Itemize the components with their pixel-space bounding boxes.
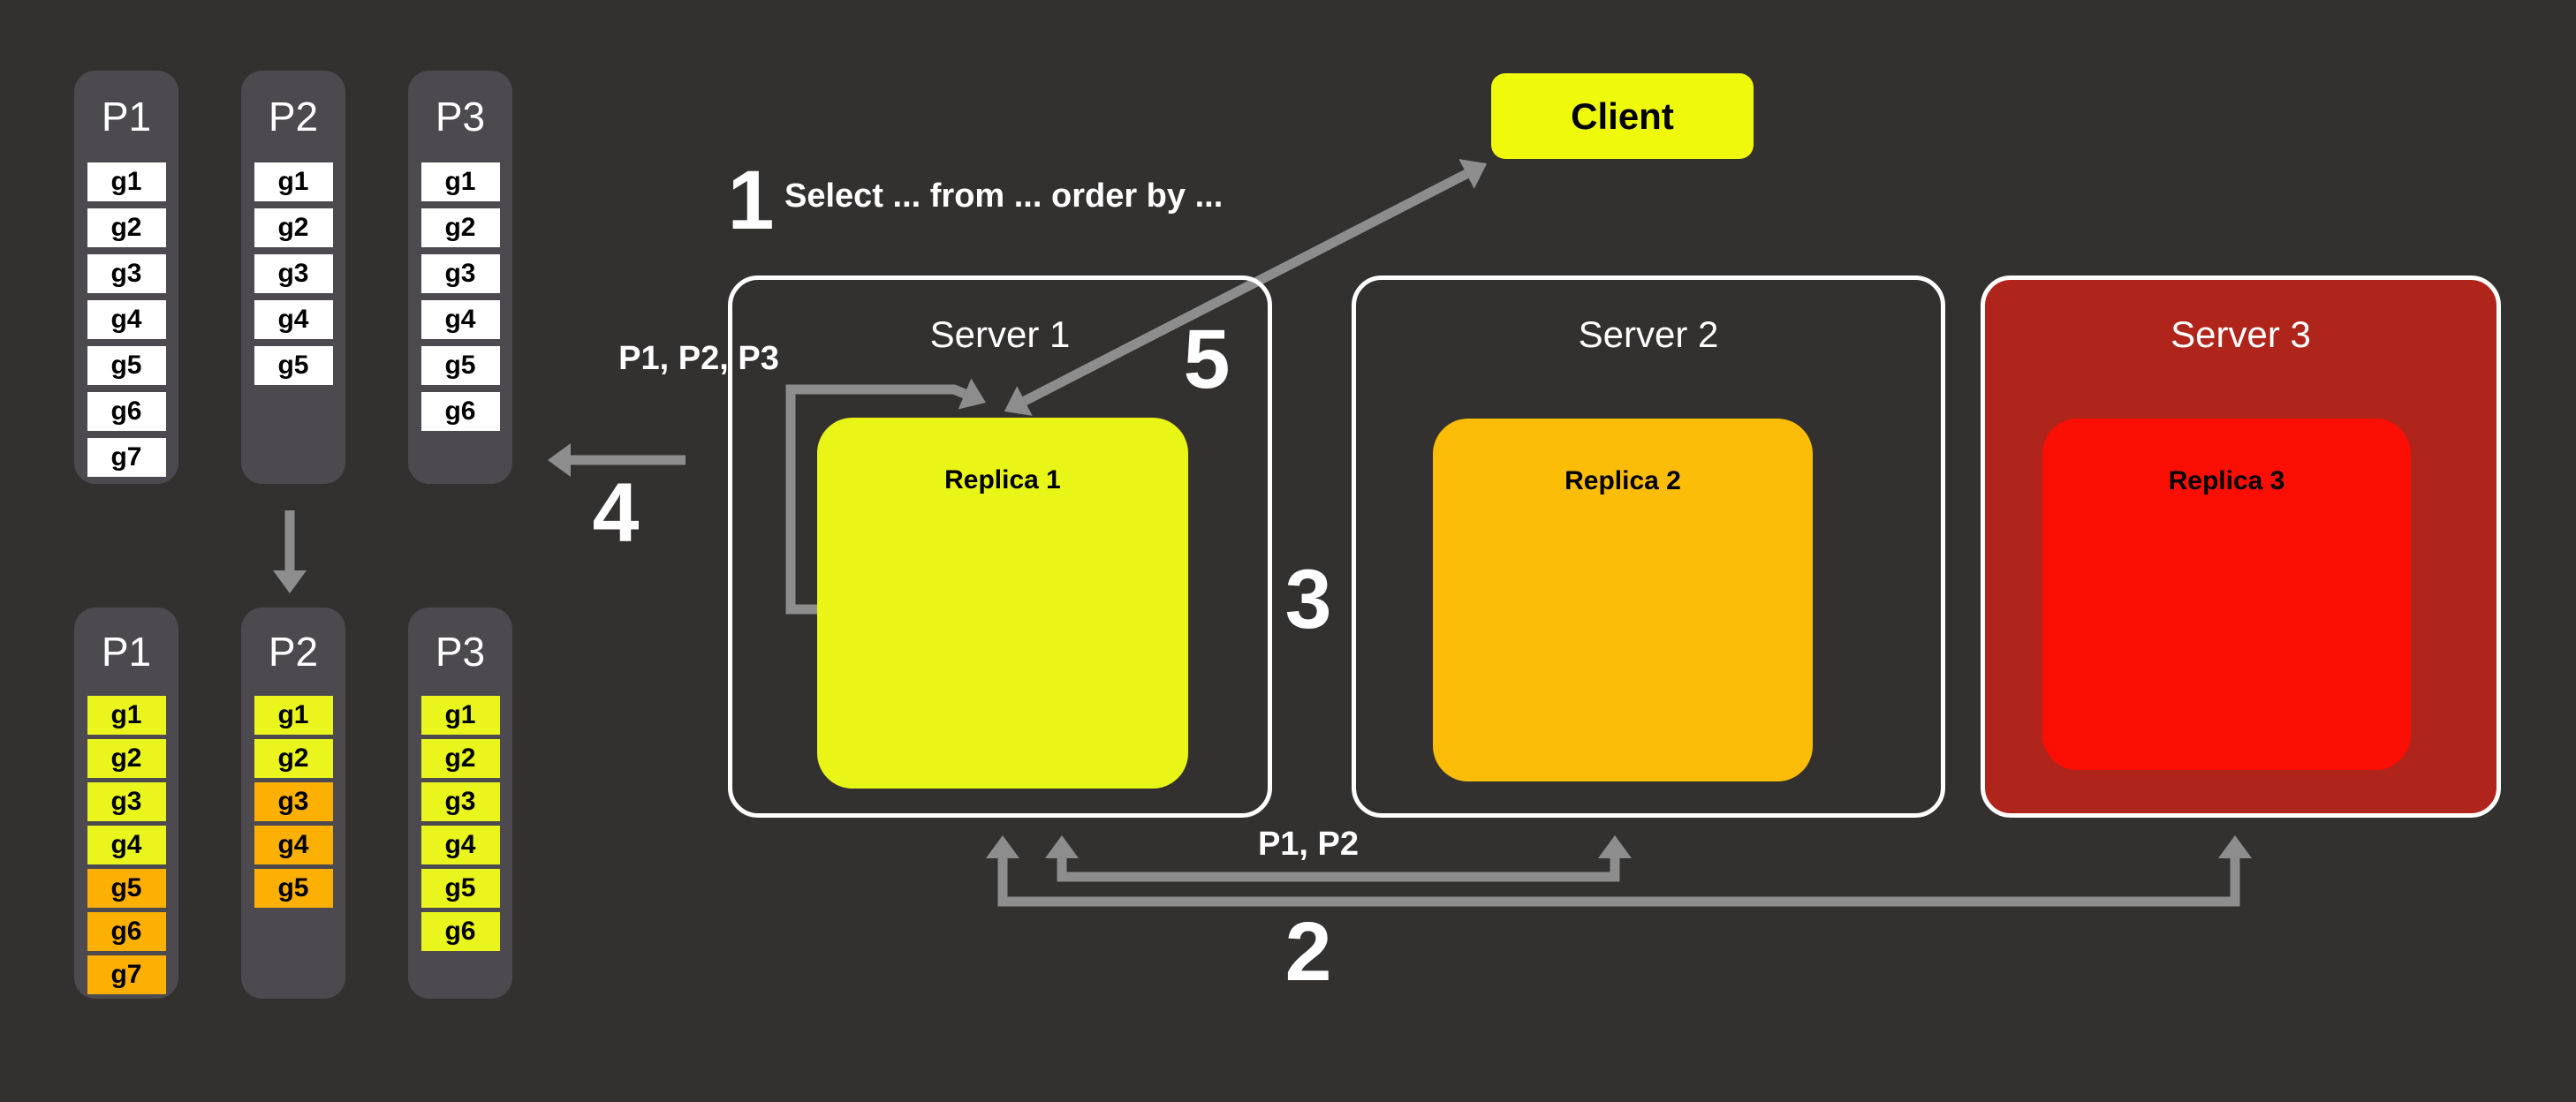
partition-label: P2 [268, 629, 319, 675]
replica3-box: Replica 3 [2042, 419, 2411, 770]
cell-list: g1 g2 g3 g4 g5 g6 [420, 162, 500, 431]
shard-cell: g5 [87, 346, 166, 385]
replica1-title: Replica 1 [944, 465, 1061, 494]
cell-list: g1 g2 g3 g4 g5 g6 g7 [87, 696, 166, 994]
partition-unsorted-p2: P2 g1 g2 g3 g4 g5 [241, 71, 345, 484]
shard-cell: g5 [420, 346, 500, 385]
shard-cell: g3 [254, 254, 333, 293]
step3-number: 3 [1284, 553, 1332, 646]
shard-cell: g5 [420, 869, 500, 908]
scatter-partitions-label: P1, P2, P3 [618, 340, 779, 377]
shard-cell: g1 [420, 696, 500, 735]
shard-cell: g6 [420, 912, 500, 951]
shard-cell: g5 [254, 346, 333, 385]
shard-cell: g1 [420, 162, 500, 201]
shard-cell: g4 [87, 826, 166, 864]
shard-cell: g2 [87, 208, 166, 247]
shard-cell: g2 [420, 208, 500, 247]
shard-cell: g3 [87, 782, 166, 821]
partition-label: P2 [268, 94, 319, 140]
shard-cell: g7 [87, 955, 166, 994]
shard-cell: g3 [87, 254, 166, 293]
shard-cell: g5 [254, 869, 333, 908]
partition-unsorted-p3: P3 g1 g2 g3 g4 g5 g6 [408, 71, 512, 484]
cell-list: g1 g2 g3 g4 g5 [254, 696, 333, 908]
cell-list: g1 g2 g3 g4 g5 g6 [420, 696, 500, 951]
shard-cell: g2 [254, 739, 333, 778]
partition-sorted-p3: P3 g1 g2 g3 g4 g5 g6 [408, 608, 512, 999]
replica3-title: Replica 3 [2168, 466, 2285, 495]
server1-server3-bracket-arrow-icon [986, 835, 2252, 907]
server2-box: Server 2 [1352, 276, 1945, 818]
step1-number: 1 [727, 154, 775, 247]
shard-cell: g4 [254, 826, 333, 864]
partition-label: P3 [435, 629, 486, 675]
cell-list: g1 g2 g3 g4 g5 g6 g7 [87, 162, 166, 477]
server3-title: Server 3 [2171, 313, 2311, 355]
shard-cell: g3 [420, 782, 500, 821]
shard-cell: g6 [87, 392, 166, 431]
replica2-title: Replica 2 [1565, 466, 1681, 495]
shard-cell: g3 [420, 254, 500, 293]
shard-cell: g1 [87, 162, 166, 201]
shard-cell: g3 [254, 782, 333, 821]
shard-cell: g4 [420, 826, 500, 864]
partition-label: P1 [101, 94, 152, 140]
partition-sorted-p2: P2 g1 g2 g3 g4 g5 [241, 608, 345, 999]
shard-cell: g7 [87, 438, 166, 477]
client-box: Client [1491, 73, 1754, 159]
shard-cell: g1 [254, 696, 333, 735]
step4-number: 4 [592, 466, 640, 560]
server2-title: Server 2 [1578, 313, 1719, 355]
shard-cell: g4 [254, 300, 333, 339]
replica1-self-loop-arrow-icon [785, 378, 986, 615]
partition-sorted-p1: P1 g1 g2 g3 g4 g5 g6 g7 [74, 608, 178, 999]
shard-cell: g2 [254, 208, 333, 247]
step2-number: 2 [1284, 905, 1332, 999]
step1-query-text: Select ... from ... order by ... [784, 177, 1224, 215]
shard-cell: g6 [420, 392, 500, 431]
replica1-box: Replica 1 [817, 418, 1188, 789]
shard-cell: g2 [87, 739, 166, 778]
shard-cell: g2 [420, 739, 500, 778]
gather-partitions-label: P1, P2 [1257, 826, 1360, 863]
shard-cell: g6 [87, 912, 166, 951]
replica2-box: Replica 2 [1433, 419, 1813, 781]
partition-unsorted-p1: P1 g1 g2 g3 g4 g5 g6 g7 [74, 71, 178, 484]
shard-cell: g4 [87, 300, 166, 339]
partition-label: P3 [435, 94, 486, 140]
shard-cell: g1 [254, 162, 333, 201]
shard-cell: g4 [420, 300, 500, 339]
shard-cell: g5 [87, 869, 166, 908]
shard-cell: g1 [87, 696, 166, 735]
cell-list: g1 g2 g3 g4 g5 [254, 162, 333, 385]
step5-number: 5 [1183, 313, 1231, 406]
server1-server2-bracket-arrow-icon [1045, 835, 1632, 882]
partition-label: P1 [101, 629, 152, 675]
